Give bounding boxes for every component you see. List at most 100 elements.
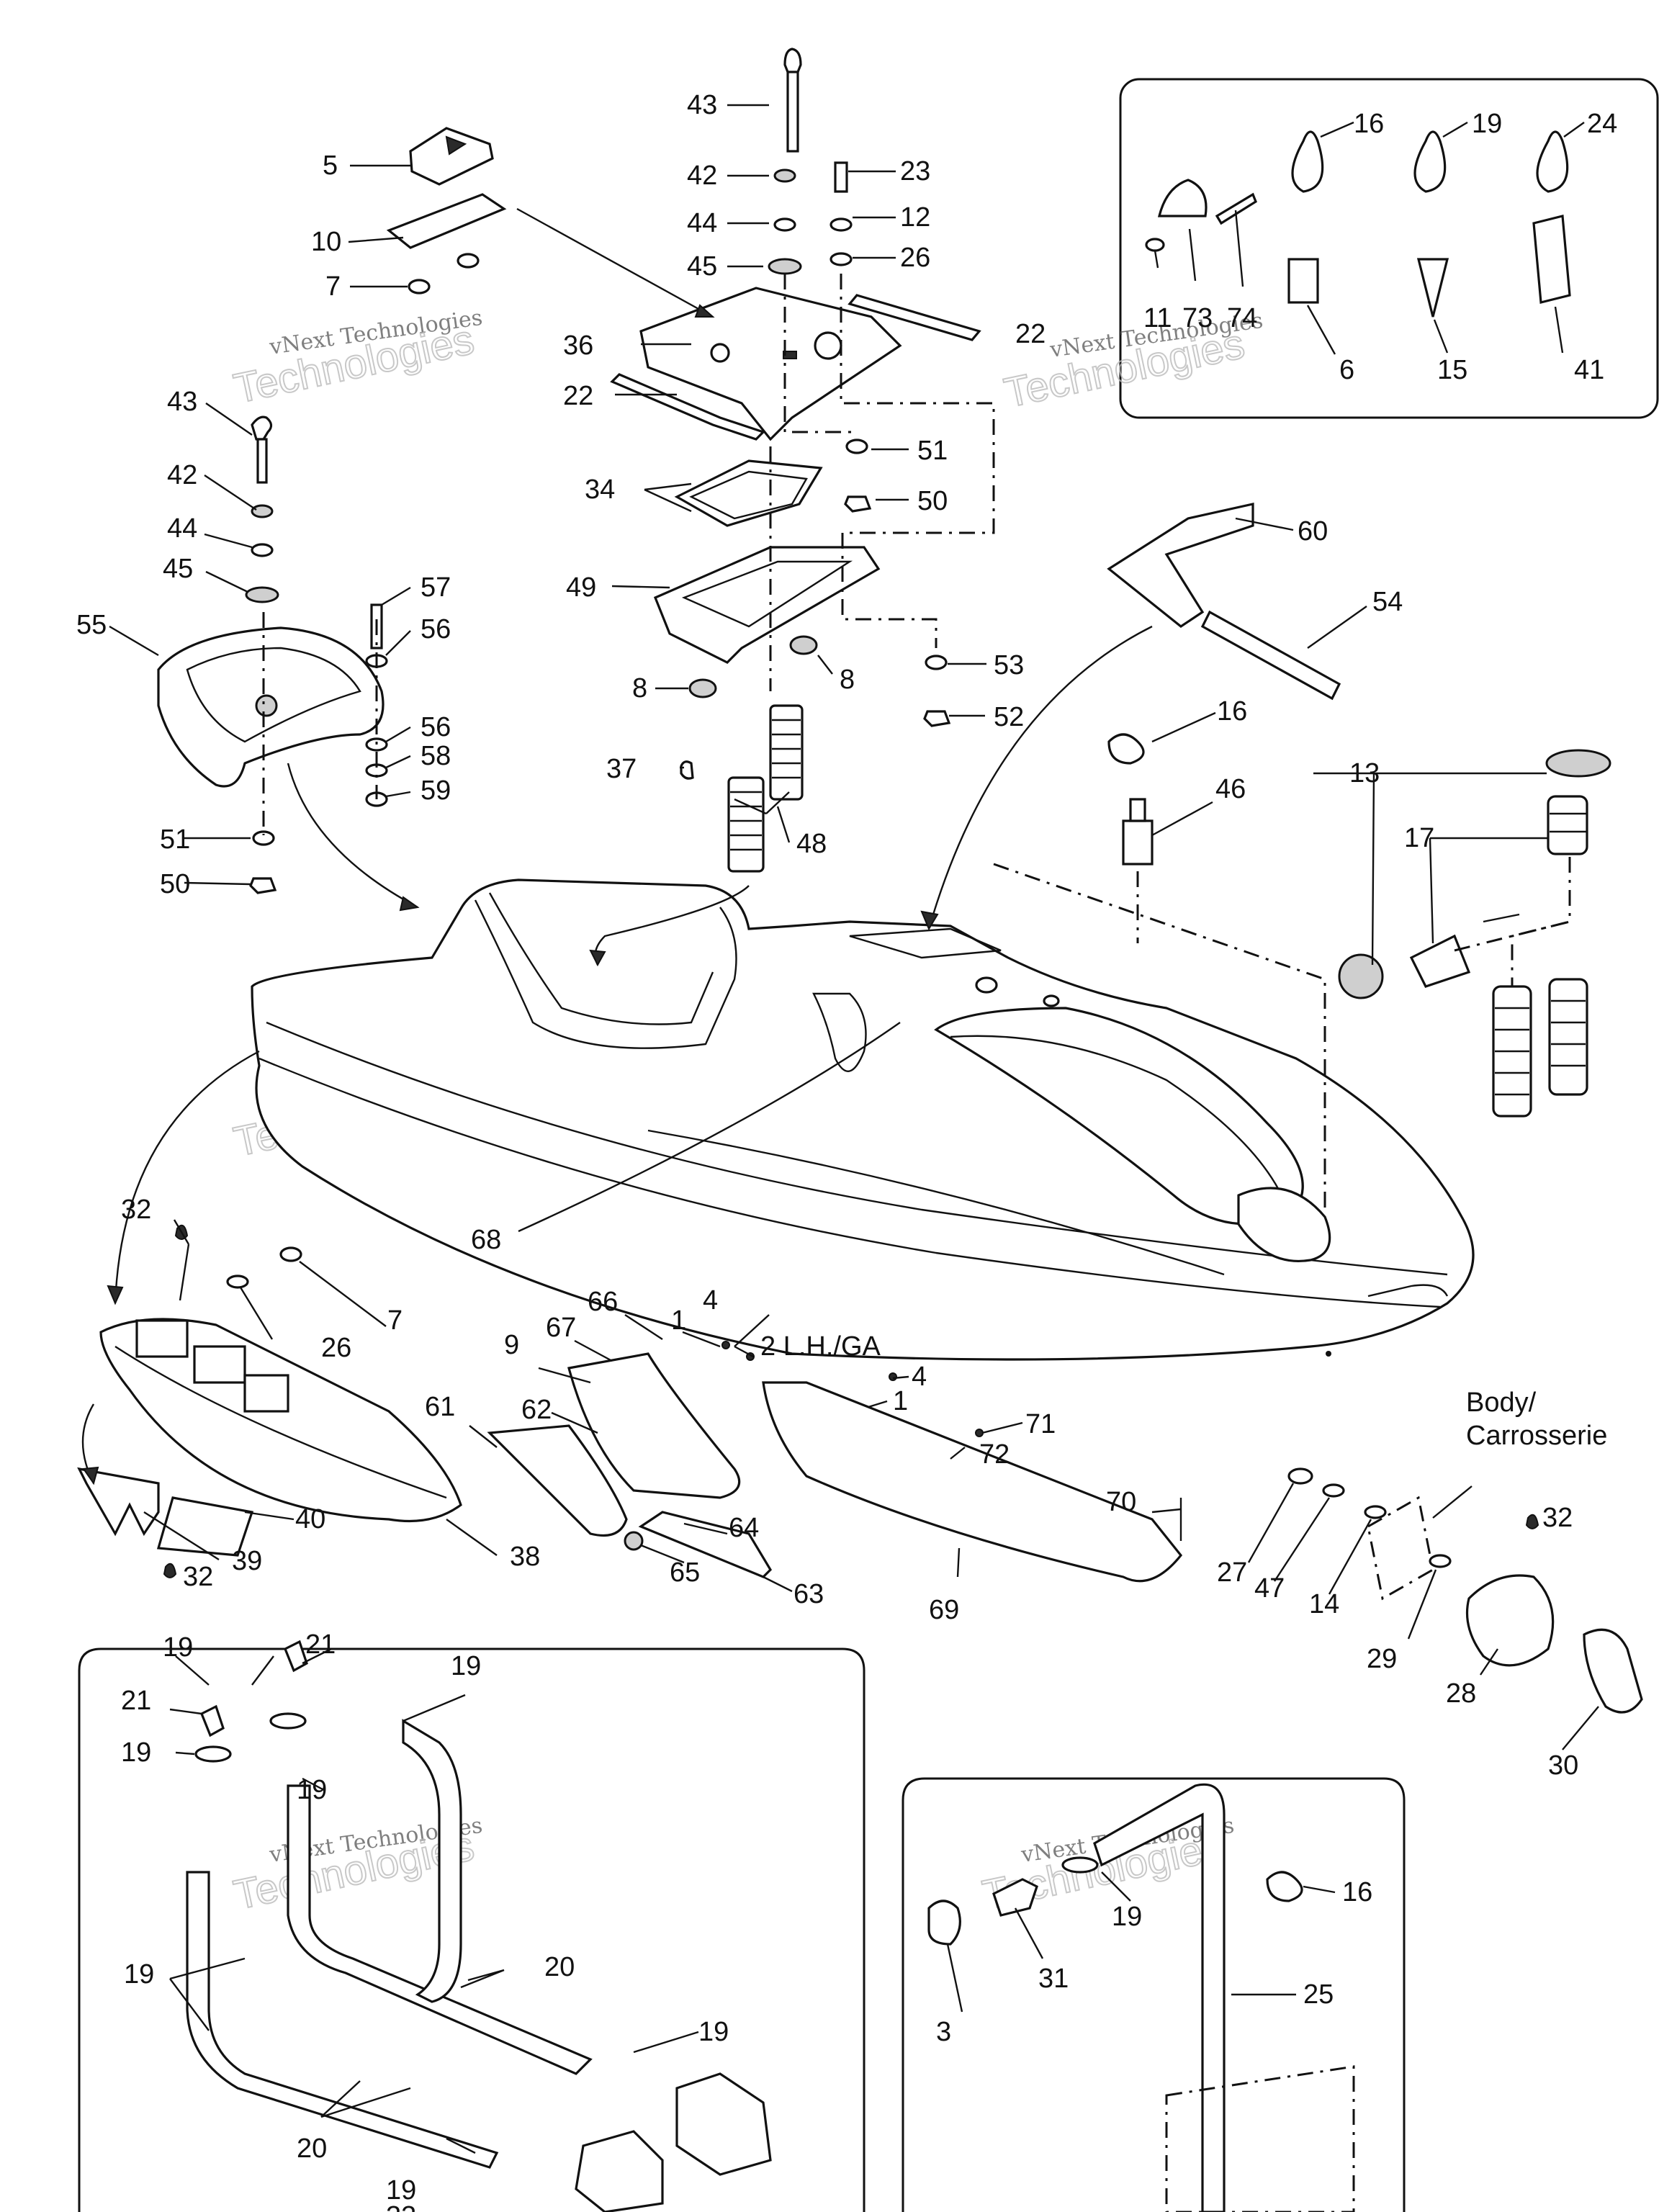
callout-34: 34	[585, 475, 615, 505]
callout-50: 50	[917, 486, 948, 516]
callout-19: 19	[1472, 109, 1502, 139]
callout-49: 49	[566, 572, 596, 603]
washer-47	[1322, 1483, 1345, 1498]
bolt-43b	[251, 415, 273, 441]
callout-45: 45	[687, 251, 717, 282]
washer-12	[830, 217, 853, 232]
drop-32b	[163, 1563, 177, 1578]
callout-3: 3	[936, 2017, 951, 2047]
deflector-63	[638, 1511, 773, 1578]
callout-19: 19	[386, 2175, 416, 2206]
callout-45: 45	[163, 554, 193, 584]
body-outline	[1367, 1496, 1434, 1601]
callout-48: 48	[796, 829, 827, 859]
callout-labels: 43 42 44 45 23 12 26 36 22 22 34 51 50 4…	[76, 90, 1617, 2212]
callout-58: 58	[421, 741, 451, 771]
callout-32: 32	[121, 1195, 151, 1225]
callout-26: 26	[900, 243, 930, 273]
nut-7c	[279, 1246, 302, 1262]
brand-logo-area	[1367, 1284, 1449, 1298]
callout-21: 21	[121, 1686, 151, 1716]
washer-45	[768, 258, 802, 275]
nut-52	[923, 710, 951, 727]
callout-19: 19	[124, 1959, 154, 1990]
centerline	[993, 863, 1326, 1210]
callout-51: 51	[160, 824, 190, 855]
strap-19	[1413, 130, 1447, 193]
arrow-line	[516, 207, 714, 318]
side-vent-line	[114, 1345, 447, 1499]
front-storage-lid	[934, 1007, 1304, 1226]
callout-62: 62	[521, 1395, 552, 1425]
callout-55: 55	[76, 610, 107, 640]
arrow-head	[589, 949, 606, 967]
side-panel-assembly	[77, 1224, 462, 1578]
filter-b	[575, 2130, 664, 2212]
hose-20c	[402, 1719, 462, 2003]
grab-handle-assembly	[1107, 503, 1341, 866]
clamp-19c	[1061, 1856, 1099, 1874]
fin-30	[1583, 1628, 1643, 1714]
callout-44: 44	[167, 513, 197, 544]
callout-47: 47	[1254, 1573, 1285, 1604]
washer-42b	[251, 504, 274, 518]
hull-outline	[251, 878, 1475, 1361]
callout-11: 11	[1143, 303, 1172, 333]
callout-33: 33	[386, 2201, 416, 2212]
arrow-line	[114, 1050, 260, 1304]
cover-9	[567, 1352, 741, 1499]
washer-44b	[251, 543, 274, 557]
callout-43: 43	[687, 90, 717, 120]
callout-30: 30	[1548, 1750, 1578, 1781]
callout-57: 57	[421, 572, 451, 603]
elbow-21b	[283, 1640, 308, 1673]
callout-38: 38	[510, 1542, 540, 1572]
bellows-48a	[769, 704, 804, 801]
fastener-inset-parts	[1145, 130, 1571, 318]
callout-10: 10	[311, 227, 341, 257]
washer-26b	[226, 1274, 249, 1289]
callout-43: 43	[167, 387, 197, 417]
bumper-assembly	[1287, 1467, 1643, 1714]
nut-7b	[457, 253, 480, 269]
arrow-head	[920, 910, 939, 931]
hose-inset-box	[78, 1647, 866, 2212]
callout-19: 19	[121, 1737, 151, 1768]
callout-19: 19	[451, 1651, 481, 1681]
seat	[474, 899, 737, 1049]
plate-36	[639, 287, 902, 441]
callout-74: 74	[1227, 303, 1257, 333]
callout-16: 16	[1342, 1877, 1372, 1907]
note-body: Body/	[1466, 1388, 1537, 1418]
callout-60: 60	[1298, 516, 1328, 547]
bellows-ribs	[730, 719, 801, 851]
vent-39	[77, 1467, 160, 1537]
seat-inner	[488, 892, 714, 1025]
callout-28: 28	[1446, 1678, 1476, 1709]
fill-hole	[975, 976, 998, 994]
arrow-head	[82, 1466, 99, 1485]
filter	[675, 2072, 772, 2176]
fastener-inset-box	[1119, 78, 1659, 419]
nut-50b	[249, 877, 277, 894]
rivet-74	[1215, 192, 1257, 225]
hose-25	[1093, 1783, 1226, 2212]
rivet-4	[721, 1341, 730, 1349]
label-40	[156, 1496, 254, 1557]
callout-16: 16	[1217, 696, 1247, 727]
nut-50	[844, 495, 872, 513]
fill-hole	[1043, 994, 1060, 1007]
callout-13: 13	[1349, 758, 1380, 788]
centerline	[840, 274, 995, 648]
hook-assembly	[386, 127, 507, 295]
arrow-head	[694, 304, 715, 318]
screw-15	[1416, 258, 1449, 318]
callout-12: 12	[900, 202, 930, 233]
fitting-46	[1122, 819, 1154, 866]
washer-11	[1145, 238, 1165, 252]
handle-hub	[255, 694, 278, 717]
callout-4: 4	[912, 1362, 927, 1392]
callout-66: 66	[588, 1287, 618, 1317]
note-lh-ga: 2 L.H./GA	[760, 1331, 881, 1362]
